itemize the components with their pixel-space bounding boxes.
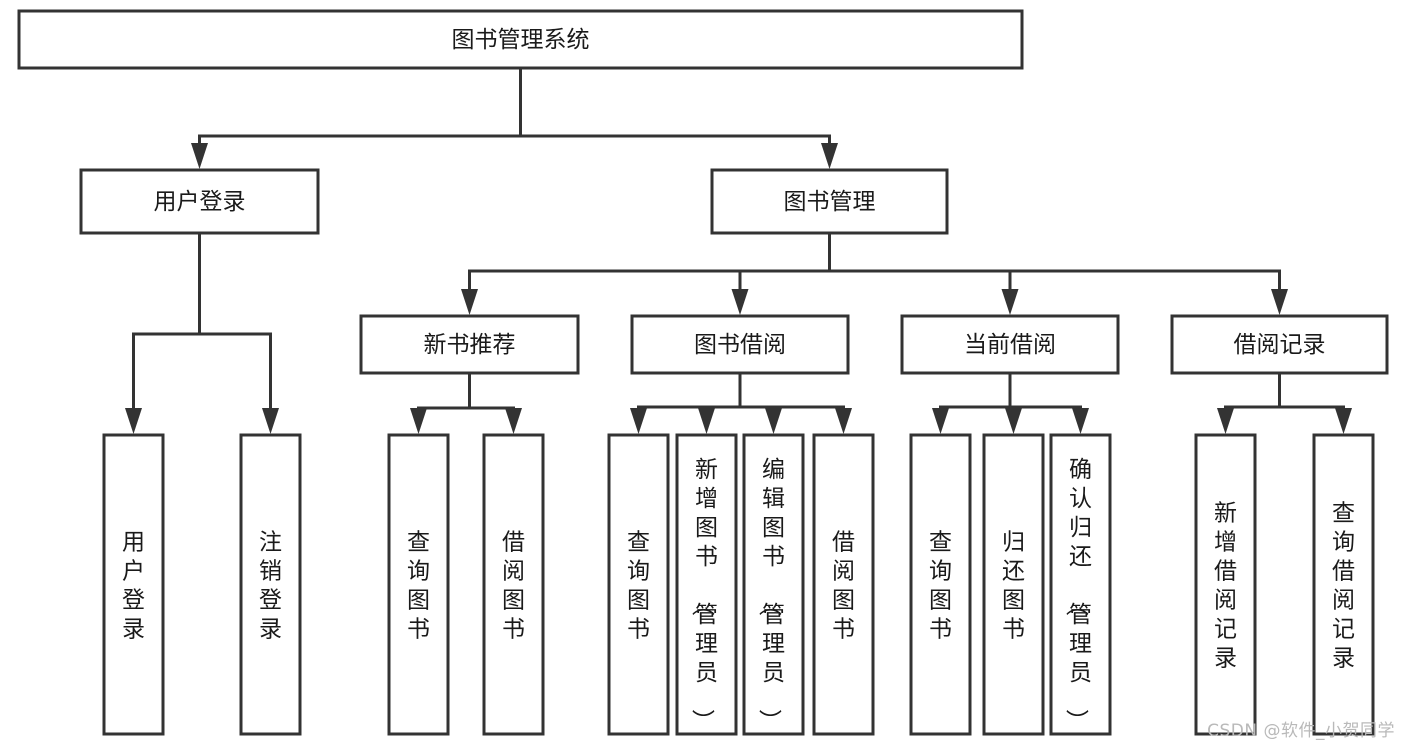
node-label: 查询图书 [627, 530, 650, 643]
arrow-head-icon [1072, 408, 1089, 434]
edge-group-new-book-rec [410, 371, 522, 434]
node-box [1194, 433, 1257, 736]
node-box [482, 433, 545, 736]
arrow-head-icon [1335, 408, 1352, 434]
node-root[interactable]: 图书管理系统 [17, 9, 1024, 70]
node-box [742, 433, 805, 736]
node-label: 用户登录 [154, 189, 246, 215]
node-box [387, 433, 450, 736]
node-label: 图书借阅 [694, 332, 786, 358]
node-label: 借阅记录 [1234, 332, 1326, 358]
arrow-head-icon [765, 408, 782, 434]
arrow-head-icon [1005, 408, 1022, 434]
node-label: 注销登录 [259, 530, 282, 643]
node-box [359, 314, 580, 375]
node-label: 图书管理 [784, 189, 876, 215]
watermark-label: CSDN @软件_小贺同学 [1207, 721, 1395, 741]
node-box [675, 433, 738, 736]
edge-group-book-manage [461, 231, 1288, 315]
node-label: 新增图书（管理员） [689, 457, 718, 732]
node-leaf-confirm-return[interactable]: 确认归还（管理员） [1049, 433, 1112, 736]
node-book-manage[interactable]: 图书管理 [710, 168, 949, 235]
node-box [1170, 314, 1389, 375]
node-label: 查询借阅记录 [1332, 501, 1355, 672]
arrow-head-icon [410, 408, 427, 434]
arrow-head-icon [1217, 408, 1234, 434]
node-leaf-add-book[interactable]: 新增图书（管理员） [675, 433, 738, 736]
node-label: 借阅图书 [832, 530, 855, 643]
node-label: 新增借阅记录 [1214, 501, 1237, 672]
nodes-layer: 图书管理系统用户登录图书管理新书推荐图书借阅当前借阅借阅记录用户登录注销登录查询… [17, 9, 1389, 736]
edge-group-book-borrow [630, 371, 852, 434]
node-label: 查询图书 [407, 530, 430, 643]
arrow-head-icon [191, 143, 208, 169]
arrow-head-icon [1271, 289, 1288, 315]
arrow-head-icon [125, 408, 142, 434]
node-leaf-add-record[interactable]: 新增借阅记录 [1194, 433, 1257, 736]
edges-layer [125, 66, 1352, 434]
node-leaf-query-book-1[interactable]: 查询图书 [387, 433, 450, 736]
arrow-head-icon [835, 408, 852, 434]
node-current-borrow[interactable]: 当前借阅 [900, 314, 1120, 375]
node-leaf-logout[interactable]: 注销登录 [239, 433, 302, 736]
node-box [102, 433, 165, 736]
node-box [630, 314, 850, 375]
node-leaf-query-record[interactable]: 查询借阅记录 [1312, 433, 1375, 736]
edge-group-root [191, 66, 838, 169]
node-label: 编辑图书（管理员） [756, 457, 785, 732]
node-box [607, 433, 670, 736]
node-label: 当前借阅 [964, 332, 1056, 358]
node-box [17, 9, 1024, 70]
arrow-head-icon [698, 408, 715, 434]
arrow-head-icon [821, 143, 838, 169]
node-leaf-return-book[interactable]: 归还图书 [982, 433, 1045, 736]
node-book-borrow[interactable]: 图书借阅 [630, 314, 850, 375]
arrow-head-icon [1001, 289, 1019, 315]
arrow-head-icon [505, 408, 522, 434]
node-user-login[interactable]: 用户登录 [79, 168, 320, 235]
node-label: 新书推荐 [424, 332, 516, 358]
node-box [812, 433, 875, 736]
node-new-book-rec[interactable]: 新书推荐 [359, 314, 580, 375]
node-box [1049, 433, 1112, 736]
arrow-head-icon [731, 289, 749, 315]
node-label: 确认归还（管理员） [1063, 457, 1092, 732]
node-box [982, 433, 1045, 736]
node-box [710, 168, 949, 235]
node-box [1312, 433, 1375, 736]
node-leaf-user-login[interactable]: 用户登录 [102, 433, 165, 736]
node-leaf-query-book-3[interactable]: 查询图书 [909, 433, 972, 736]
arrow-head-icon [630, 408, 647, 434]
node-leaf-borrow-book-2[interactable]: 借阅图书 [812, 433, 875, 736]
arrow-head-icon [262, 408, 279, 434]
edge-group-current-borrow [932, 371, 1089, 434]
node-label: 查询图书 [929, 530, 952, 643]
node-leaf-borrow-book-1[interactable]: 借阅图书 [482, 433, 545, 736]
node-borrow-record[interactable]: 借阅记录 [1170, 314, 1389, 375]
node-leaf-query-book-2[interactable]: 查询图书 [607, 433, 670, 736]
node-label: 图书管理系统 [452, 27, 590, 53]
edge-group-user-login [125, 231, 279, 434]
arrow-head-icon [461, 289, 478, 315]
node-label: 归还图书 [1002, 530, 1025, 643]
node-box [79, 168, 320, 235]
node-box [900, 314, 1120, 375]
node-leaf-edit-book[interactable]: 编辑图书（管理员） [742, 433, 805, 736]
node-label: 用户登录 [122, 530, 145, 643]
arrow-head-icon [932, 408, 949, 434]
edge-group-borrow-record [1217, 371, 1352, 434]
node-label: 借阅图书 [502, 530, 525, 643]
node-box [909, 433, 972, 736]
node-box [239, 433, 302, 736]
